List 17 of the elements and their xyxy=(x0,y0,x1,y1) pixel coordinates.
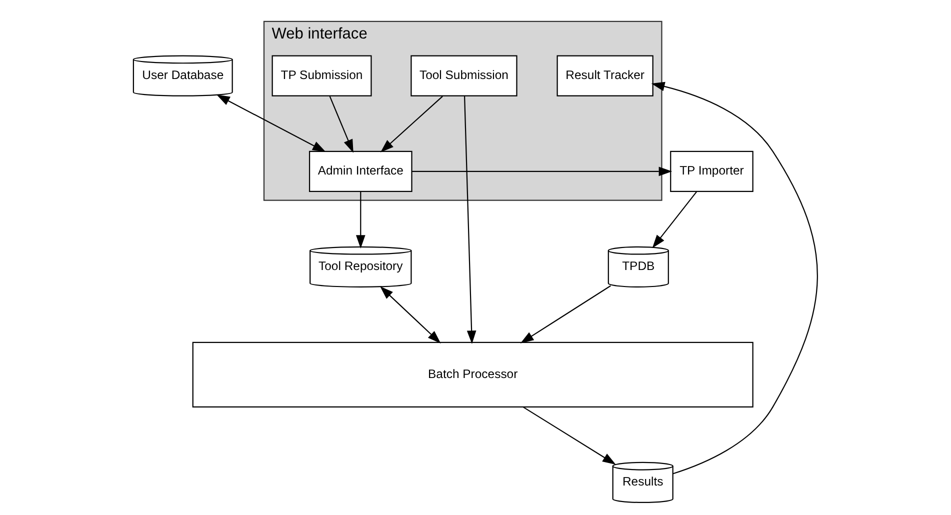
node-box: TP Submission xyxy=(272,55,372,96)
arrow xyxy=(651,82,818,474)
arrow xyxy=(464,96,476,344)
arrow xyxy=(412,166,672,176)
arrow xyxy=(216,94,326,152)
arrow xyxy=(380,96,443,152)
node-box: Admin Interface xyxy=(308,150,412,192)
arrow xyxy=(380,286,441,344)
node-box: Batch Processor xyxy=(192,342,754,408)
node-box: TP Importer xyxy=(670,150,754,192)
arrow xyxy=(329,96,354,153)
arrow xyxy=(520,285,611,344)
node-box: Result Tracker xyxy=(556,55,654,96)
arrow xyxy=(652,192,697,248)
node-box: Tool Submission xyxy=(410,55,518,96)
arrow xyxy=(523,406,616,465)
arrow xyxy=(356,192,366,249)
